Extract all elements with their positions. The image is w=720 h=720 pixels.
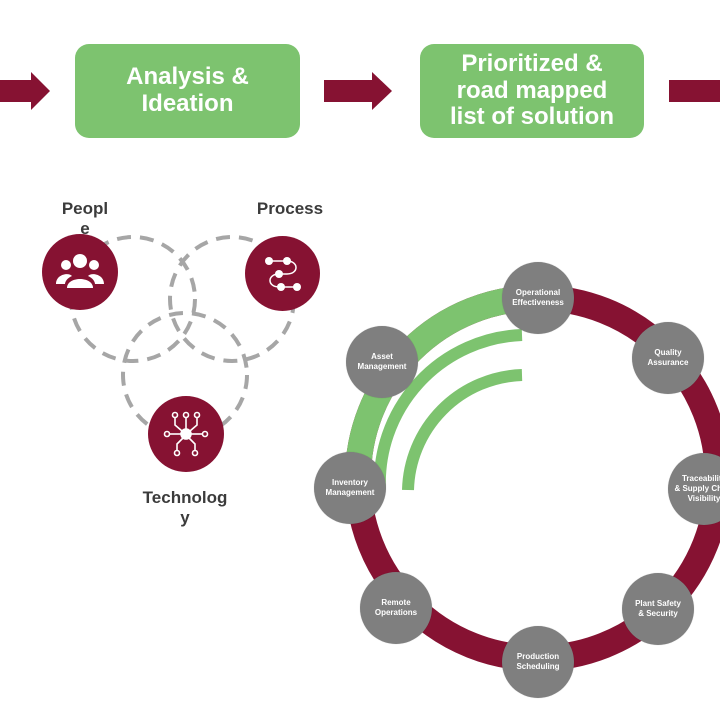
process-circle [245, 236, 320, 311]
flow-arrow-middle [324, 72, 392, 110]
wheel-node-label: Inventory Management [325, 478, 375, 497]
wheel-node-traceability: Traceability & Supply Chain Visibility [668, 453, 720, 525]
wheel-node-label: Asset Management [357, 352, 407, 371]
flow-step-analysis-ideation: Analysis & Ideation [75, 44, 300, 138]
wheel-node-label: Traceability & Supply Chain Visibility [674, 474, 720, 503]
wheel-node-inventory-management: Inventory Management [314, 452, 386, 524]
wheel-node-plant-safety: Plant Safety & Security [622, 573, 694, 645]
technology-circle [148, 396, 224, 472]
wheel-node-remote-operations: Remote Operations [360, 572, 432, 644]
wheel-node-operational-effectiveness: Operational Effectiveness [502, 262, 574, 334]
venn-label-process: Process [256, 199, 324, 218]
flow-arrow-right [669, 80, 720, 102]
wheel-node-label: Production Scheduling [516, 652, 560, 671]
green-arc-middle [373, 329, 523, 491]
flow-step-label: Analysis & Ideation [126, 63, 249, 117]
flow-arrow-left [0, 72, 50, 110]
flow-step-prioritized-roadmap: Prioritized & road mapped list of soluti… [420, 44, 644, 138]
venn-label-technology: Technolog y [142, 488, 228, 527]
flow-step-label: Prioritized & road mapped list of soluti… [450, 49, 614, 131]
wheel-node-asset-management: Asset Management [346, 326, 418, 398]
process-flow-icon [264, 256, 301, 291]
wheel-node-label: Plant Safety & Security [635, 599, 681, 618]
wheel-node-quality-assurance: Quality Assurance [632, 322, 704, 394]
technology-network-icon [163, 411, 209, 457]
wheel-node-label: Quality Assurance [647, 348, 689, 367]
wheel-node-production-scheduling: Production Scheduling [502, 626, 574, 698]
people-circle [42, 234, 118, 310]
green-arc-inner [402, 369, 523, 491]
wheel-node-label: Remote Operations [374, 598, 418, 617]
wheel-node-label: Operational Effectiveness [512, 288, 564, 307]
venn-label-people: Peopl e [61, 199, 109, 238]
people-group-icon [56, 254, 104, 288]
